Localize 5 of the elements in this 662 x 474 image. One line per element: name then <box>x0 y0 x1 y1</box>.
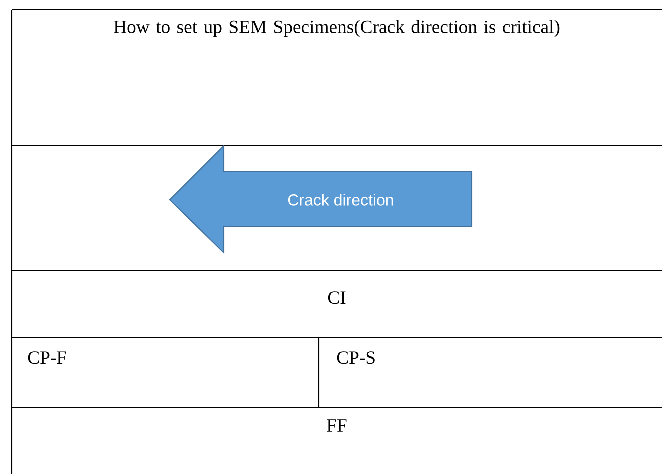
column-heading: CP-F <box>28 352 66 364</box>
table-title: How to set up SEM Specimens(Crack direction is critical) <box>114 20 560 38</box>
row-heading: CI <box>328 292 346 304</box>
column-heading: CP-S <box>337 352 375 364</box>
row-heading: FF <box>327 420 347 432</box>
